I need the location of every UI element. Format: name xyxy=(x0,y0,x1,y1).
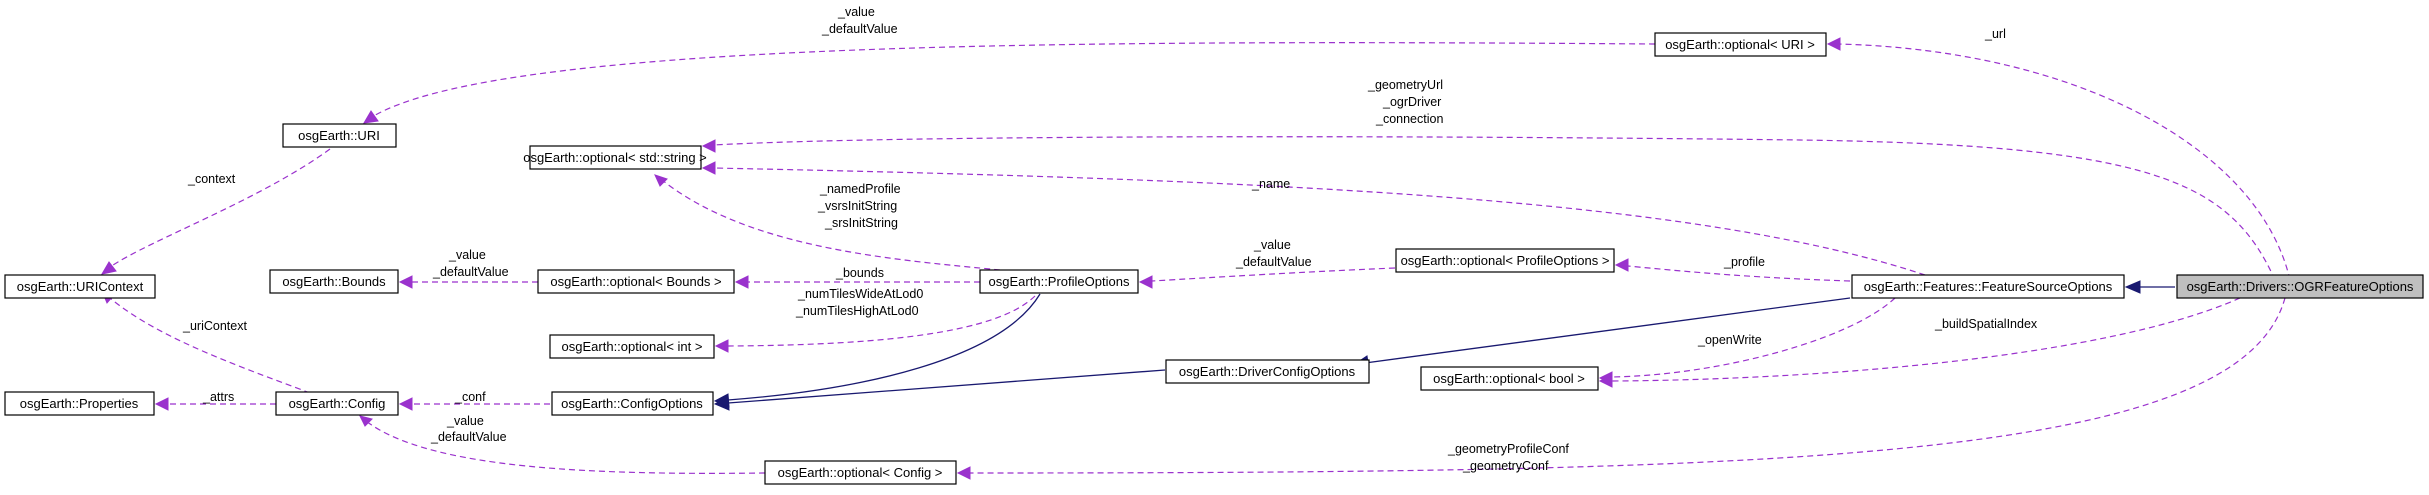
edge-label-build-spatial-index: _buildSpatialIndex xyxy=(1934,317,2038,331)
edge-feature-source-inherits-driver-config xyxy=(1353,297,1851,370)
node-optional-config[interactable]: osgEarth::optional< Config > xyxy=(764,460,957,485)
edge-attrs xyxy=(154,397,276,411)
edge-value-default-to-config xyxy=(359,415,766,474)
node-label: osgEarth::optional< std::string > xyxy=(523,150,707,165)
edge-label-named-profile: _namedProfile xyxy=(819,182,901,196)
edge-label-geometry-url: _geometryUrl xyxy=(1367,78,1443,92)
node-label: osgEarth::Features::FeatureSourceOptions xyxy=(1864,279,2113,294)
edge-label-default-value-bounds: _defaultValue xyxy=(432,265,509,279)
edge-build-spatial-index xyxy=(1598,297,2241,388)
node-label: osgEarth::Config xyxy=(289,396,386,411)
edge-label-srs-init-string: _srsInitString xyxy=(824,216,898,230)
edge-value-default-to-profile-options xyxy=(1138,267,1396,289)
node-optional-profile-options[interactable]: osgEarth::optional< ProfileOptions > xyxy=(1395,248,1615,273)
node-label: osgEarth::Properties xyxy=(20,396,139,411)
edge-label-bounds: _bounds xyxy=(835,266,884,280)
edge-label-conf: _conf xyxy=(454,390,486,404)
edge-label-default-value-config: _defaultValue xyxy=(430,430,507,444)
edge-label-ogr-driver: _ogrDriver xyxy=(1382,95,1441,109)
node-label: osgEarth::optional< Config > xyxy=(778,465,943,480)
edge-label-value-profile: _value xyxy=(1253,238,1291,252)
edge-ogr-inherits-feature-source xyxy=(2124,280,2175,294)
edge-conf xyxy=(398,397,550,411)
edge-geometry-conf xyxy=(956,297,2286,480)
node-config[interactable]: osgEarth::Config xyxy=(275,391,399,416)
edge-label-value-config: _value xyxy=(446,414,484,428)
node-label: osgEarth::URIContext xyxy=(17,279,144,294)
edge-value-default-to-bounds xyxy=(398,275,538,289)
edge-named-profile xyxy=(654,174,1001,271)
edge-label-connection: _connection xyxy=(1375,112,1443,126)
edge-bounds xyxy=(734,275,980,289)
node-uri-context[interactable]: osgEarth::URIContext xyxy=(4,274,156,299)
node-label: osgEarth::optional< int > xyxy=(562,339,703,354)
node-properties[interactable]: osgEarth::Properties xyxy=(4,391,155,416)
edge-label-num-tiles-high: _numTilesHighAtLod0 xyxy=(795,304,919,318)
node-optional-uri[interactable]: osgEarth::optional< URI > xyxy=(1654,32,1827,57)
node-label: osgEarth::optional< Bounds > xyxy=(550,274,721,289)
node-profile-options[interactable]: osgEarth::ProfileOptions xyxy=(979,269,1139,294)
node-label: osgEarth::optional< bool > xyxy=(1433,371,1585,386)
edge-label-attrs: _attrs xyxy=(202,390,234,404)
edge-uri-context xyxy=(101,290,311,394)
edge-label-vsrs-init-string: _vsrsInitString xyxy=(817,199,897,213)
edge-label-value-bounds: _value xyxy=(448,248,486,262)
node-driver-config-options[interactable]: osgEarth::DriverConfigOptions xyxy=(1165,359,1370,384)
node-config-options[interactable]: osgEarth::ConfigOptions xyxy=(551,391,714,416)
edge-label-name: _name xyxy=(1251,177,1290,191)
node-feature-source-options[interactable]: osgEarth::Features::FeatureSourceOptions xyxy=(1851,274,2125,299)
edge-label-default-value: _defaultValue xyxy=(821,22,898,36)
edge-profile-options-inherits-config-options xyxy=(713,293,1041,408)
edge-label-url: _url xyxy=(1984,27,2006,41)
node-label: osgEarth::ConfigOptions xyxy=(561,396,703,411)
edge-profile xyxy=(1614,258,1851,282)
edge-label-context: _context xyxy=(187,172,236,186)
edge-num-tiles xyxy=(714,295,1036,353)
node-label: osgEarth::DriverConfigOptions xyxy=(1179,364,1356,379)
node-label: osgEarth::URI xyxy=(298,128,380,143)
edge-label-num-tiles-wide: _numTilesWideAtLod0 xyxy=(797,287,923,301)
node-optional-string[interactable]: osgEarth::optional< std::string > xyxy=(523,145,707,170)
node-optional-int[interactable]: osgEarth::optional< int > xyxy=(549,334,715,359)
edge-label-value: _value xyxy=(837,5,875,19)
edge-driver-config-inherits-config-options xyxy=(713,369,1166,411)
edge-label-profile: _profile xyxy=(1723,255,1765,269)
node-uri[interactable]: osgEarth::URI xyxy=(282,123,397,148)
edge-label-uri-context: _uriContext xyxy=(182,319,247,333)
node-ogr-feature-options[interactable]: osgEarth::Drivers::OGRFeatureOptions xyxy=(2176,274,2424,299)
edge-context xyxy=(100,148,331,275)
node-label: osgEarth::optional< URI > xyxy=(1665,37,1815,52)
node-optional-bounds[interactable]: osgEarth::optional< Bounds > xyxy=(537,269,735,294)
edge-label-default-value-profile: _defaultValue xyxy=(1235,255,1312,269)
node-label: osgEarth::optional< ProfileOptions > xyxy=(1401,253,1610,268)
node-optional-bool[interactable]: osgEarth::optional< bool > xyxy=(1420,366,1599,391)
node-label: osgEarth::Bounds xyxy=(282,274,386,289)
edge-value-default-to-uri xyxy=(363,42,1656,124)
node-label: osgEarth::ProfileOptions xyxy=(989,274,1130,289)
edge-geometry-url xyxy=(701,136,2276,281)
edge-label-open-write: _openWrite xyxy=(1697,333,1762,347)
edge-label-geometry-conf: _geometryConf xyxy=(1462,459,1549,473)
node-label: osgEarth::Drivers::OGRFeatureOptions xyxy=(2187,279,2414,294)
edge-url xyxy=(1826,37,2291,281)
edge-label-geometry-profile-conf: _geometryProfileConf xyxy=(1447,442,1569,456)
edge-name xyxy=(701,161,1926,276)
node-bounds[interactable]: osgEarth::Bounds xyxy=(269,269,399,294)
